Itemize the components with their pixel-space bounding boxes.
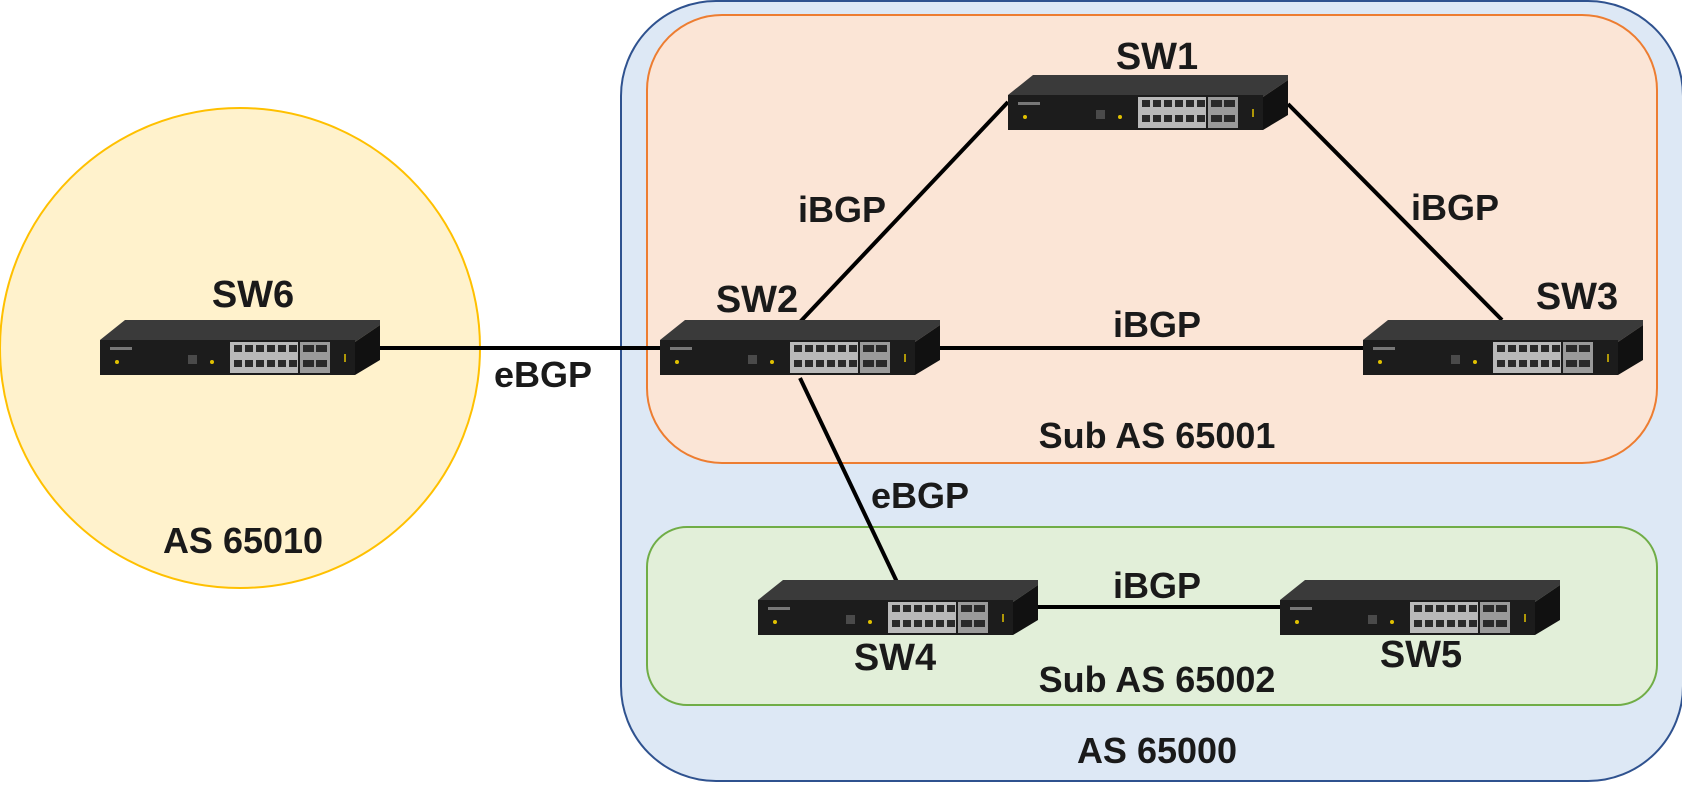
link-sw1-sw3-label: iBGP bbox=[1411, 187, 1499, 228]
as-65010-label: AS 65010 bbox=[163, 520, 323, 561]
sub-as-65002-label: Sub AS 65002 bbox=[1039, 659, 1276, 700]
link-sw2-sw4-label: eBGP bbox=[871, 475, 969, 516]
sw2-switch-icon bbox=[659, 319, 941, 376]
sw4-switch-icon bbox=[757, 579, 1039, 636]
link-sw6-sw2-label: eBGP bbox=[494, 354, 592, 395]
sw5-switch-icon bbox=[1279, 579, 1561, 636]
sw6-label: SW6 bbox=[212, 274, 294, 316]
sub-as-65001-label: Sub AS 65001 bbox=[1039, 415, 1276, 456]
sw1-switch-icon bbox=[1007, 74, 1289, 131]
sw3-switch-icon bbox=[1362, 319, 1644, 376]
link-sw2-sw4 bbox=[798, 377, 899, 583]
sw6-switch-icon bbox=[99, 319, 381, 376]
link-sw2-sw3-label: iBGP bbox=[1113, 304, 1201, 345]
sub-as-65002-area bbox=[646, 526, 1658, 706]
sw4-label: SW4 bbox=[854, 637, 936, 679]
sw2-label: SW2 bbox=[716, 279, 798, 321]
sw3-label: SW3 bbox=[1536, 276, 1618, 318]
sw5-label: SW5 bbox=[1380, 634, 1462, 676]
link-sw4-sw5-label: iBGP bbox=[1113, 565, 1201, 606]
link-sw2-sw1 bbox=[798, 100, 1010, 324]
sw1-label: SW1 bbox=[1116, 36, 1198, 78]
link-sw1-sw3 bbox=[1286, 102, 1504, 322]
as-65000-label: AS 65000 bbox=[1077, 730, 1237, 771]
link-sw2-sw1-label: iBGP bbox=[798, 189, 886, 230]
